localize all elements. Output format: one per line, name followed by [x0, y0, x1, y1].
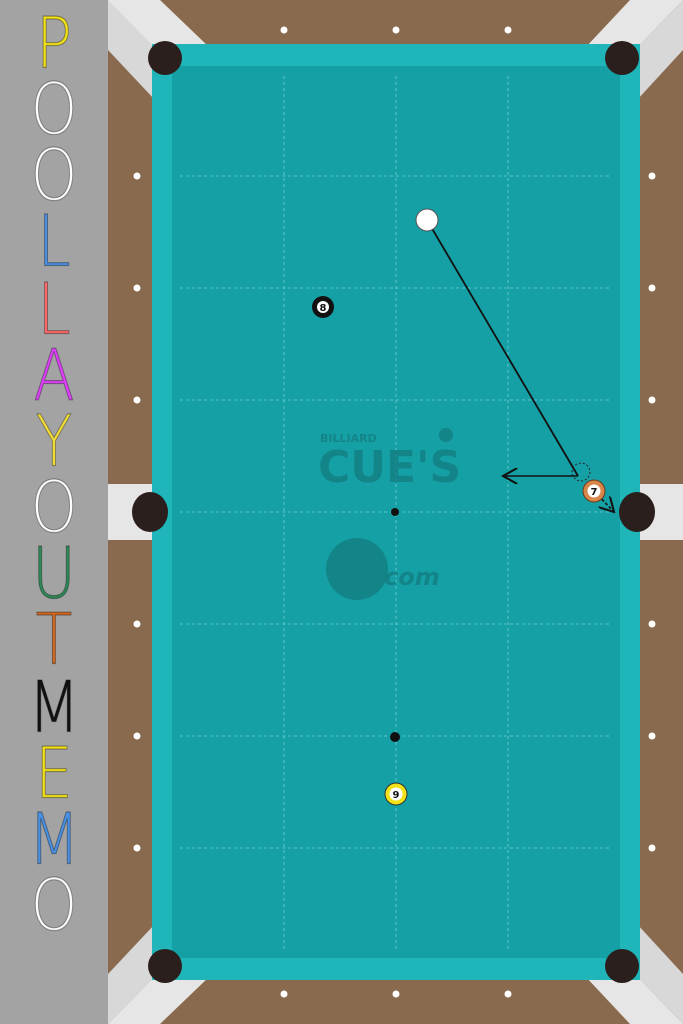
- watermark: BILLIARD CUE'S com: [318, 428, 461, 600]
- title-letter: M: [28, 798, 81, 882]
- pocket-bottom-right: [605, 949, 639, 983]
- watermark-logo-icon: [326, 538, 388, 600]
- ball-9[interactable]: 9: [384, 782, 408, 806]
- title-letter: L: [37, 268, 71, 352]
- cue-ball[interactable]: [415, 208, 439, 232]
- corner-fitting: [637, 924, 683, 1024]
- title-letter: L: [37, 200, 71, 284]
- ghost-ball: [571, 462, 591, 482]
- pocket-top-left: [148, 41, 182, 75]
- corner-fitting: [108, 976, 210, 1024]
- pocket-side-left: [132, 492, 168, 532]
- diamonds: [133, 26, 656, 998]
- object-ball-path: [594, 491, 614, 512]
- pocket-top-right: [605, 41, 639, 75]
- watermark-ball-icon: [439, 428, 453, 442]
- title-letter: O: [30, 864, 78, 948]
- title-letter: P: [35, 2, 73, 86]
- ball-7[interactable]: 7: [582, 479, 606, 503]
- corner-fitting: [108, 0, 155, 100]
- pocket-side-right: [619, 492, 655, 532]
- title-letter: T: [35, 598, 73, 682]
- watermark-small: BILLIARD: [320, 432, 377, 445]
- title-letter: O: [30, 134, 78, 218]
- ball-7-label: 7: [591, 487, 598, 498]
- watermark-brand: CUE'S: [318, 442, 461, 493]
- corner-fitting: [108, 0, 210, 48]
- title-letter: A: [33, 334, 75, 418]
- corner-fitting: [108, 924, 155, 1024]
- title-letter: M: [28, 666, 81, 750]
- cue-path-line: [426, 219, 579, 477]
- ball-8-label: 8: [320, 303, 327, 314]
- pocket-bottom-left: [148, 949, 182, 983]
- ball-8[interactable]: 8: [312, 296, 334, 318]
- ball-9-label: 9: [393, 790, 400, 801]
- corner-fitting: [585, 976, 683, 1024]
- title-letter: O: [30, 466, 78, 550]
- pockets: [132, 41, 655, 983]
- title-letter: U: [32, 532, 77, 616]
- watermark-domain: com: [384, 563, 440, 591]
- title-letter: O: [30, 68, 78, 152]
- center-spot: [391, 508, 399, 516]
- title-letter: Y: [35, 400, 73, 484]
- title-letter: E: [35, 732, 74, 816]
- foot-spot: [390, 732, 400, 742]
- corner-fitting: [585, 0, 683, 48]
- corner-fitting: [637, 0, 683, 100]
